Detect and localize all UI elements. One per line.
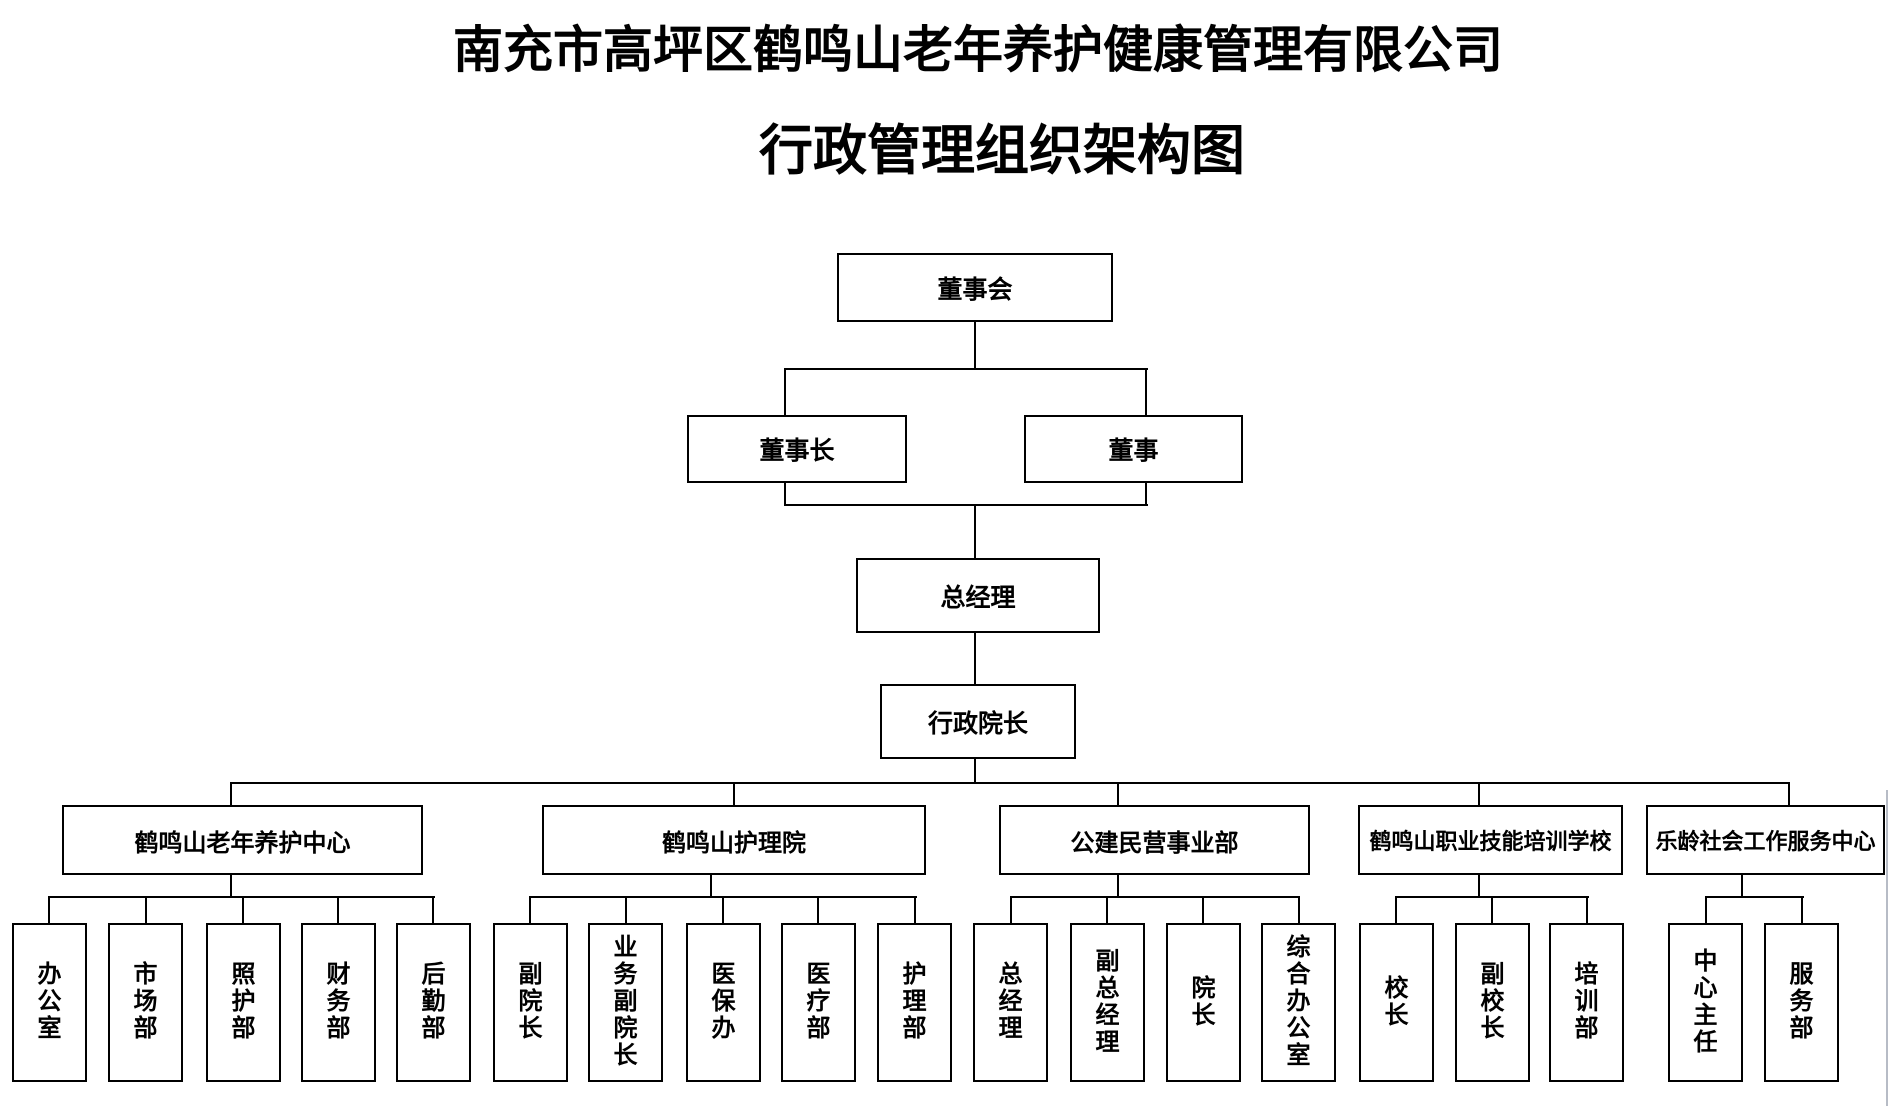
- connector-line: [1145, 483, 1147, 506]
- connector-line: [784, 368, 1148, 370]
- org-node-dept-vice-principal: 副校长: [1455, 923, 1530, 1082]
- connector-line: [817, 896, 819, 923]
- org-node-dept-general-manager: 总经理: [973, 923, 1048, 1082]
- org-node-dept-center-director: 中心主任: [1668, 923, 1743, 1082]
- dept-label: 副总经理: [1095, 948, 1120, 1056]
- dept-label: 综合办公室: [1286, 935, 1311, 1069]
- org-node-dept-office: 办公室: [12, 923, 87, 1082]
- org-node-dept-principal: 校长: [1359, 923, 1434, 1082]
- connector-line: [230, 782, 1790, 784]
- dept-label: 护理部: [902, 962, 927, 1042]
- org-node-training-school: 鹤鸣山职业技能培训学校: [1358, 805, 1623, 875]
- org-node-dept-president: 院长: [1166, 923, 1241, 1082]
- dept-label: 副校长: [1480, 962, 1505, 1042]
- page-title: 南充市高坪区鹤鸣山老年养护健康管理有限公司: [453, 22, 1503, 78]
- connector-line: [625, 896, 627, 923]
- connector-line: [1801, 896, 1803, 923]
- connector-line: [1705, 896, 1707, 923]
- dept-label: 医疗部: [806, 962, 831, 1042]
- connector-line: [1705, 896, 1804, 898]
- dept-label: 市场部: [133, 962, 158, 1042]
- org-node-dept-medical-insurance-office: 医保办: [686, 923, 761, 1082]
- connector-line: [722, 896, 724, 923]
- connector-line: [230, 782, 232, 805]
- org-node-elderly-care-center: 鹤鸣山老年养护中心: [62, 805, 423, 875]
- page-edge-line: [1886, 790, 1888, 1106]
- connector-line: [1788, 782, 1790, 805]
- connector-line: [242, 896, 244, 923]
- dept-label: 校长: [1384, 975, 1409, 1029]
- org-node-dept-general-office: 综合办公室: [1261, 923, 1336, 1082]
- org-node-dept-nursing: 护理部: [877, 923, 952, 1082]
- connector-line: [48, 896, 50, 923]
- connector-line: [1202, 896, 1204, 923]
- dept-label: 培训部: [1574, 962, 1599, 1042]
- org-node-admin-president: 行政院长: [880, 684, 1076, 759]
- connector-line: [784, 368, 786, 415]
- connector-line: [337, 896, 339, 923]
- connector-line: [145, 896, 147, 923]
- dept-label: 财务部: [326, 962, 351, 1042]
- dept-label: 服务部: [1789, 962, 1814, 1042]
- connector-line: [230, 875, 232, 898]
- connector-line: [1298, 896, 1300, 923]
- page-subtitle: 行政管理组织架构图: [759, 121, 1245, 181]
- dept-label: 医保办: [711, 962, 736, 1042]
- dept-label: 业务副院长: [613, 935, 638, 1069]
- org-node-social-work-center: 乐龄社会工作服务中心: [1646, 805, 1885, 875]
- connector-line: [1586, 896, 1588, 923]
- dept-label: 办公室: [37, 962, 62, 1042]
- connector-line: [1478, 782, 1480, 805]
- dept-label: 中心主任: [1693, 948, 1718, 1056]
- org-node-dept-business-vice-president: 业务副院长: [588, 923, 663, 1082]
- dept-label: 院长: [1191, 975, 1216, 1029]
- dept-label: 副院长: [518, 962, 543, 1042]
- connector-line: [1395, 896, 1397, 923]
- org-node-dept-training: 培训部: [1549, 923, 1624, 1082]
- connector-line: [1491, 896, 1493, 923]
- connector-line: [1106, 896, 1108, 923]
- dept-label: 总经理: [998, 962, 1023, 1042]
- connector-line: [784, 504, 1148, 506]
- connector-line: [974, 504, 976, 558]
- org-node-dept-logistics: 后勤部: [396, 923, 471, 1082]
- connector-line: [1145, 368, 1147, 415]
- org-node-nursing-home: 鹤鸣山护理院: [542, 805, 926, 875]
- connector-line: [974, 633, 976, 684]
- connector-line: [710, 875, 712, 898]
- connector-line: [1010, 896, 1300, 898]
- connector-line: [974, 759, 976, 784]
- org-node-dept-medical: 医疗部: [781, 923, 856, 1082]
- connector-line: [733, 782, 735, 805]
- org-node-general-manager: 总经理: [856, 558, 1100, 633]
- connector-line: [784, 483, 786, 506]
- org-node-chairman: 董事长: [687, 415, 907, 483]
- org-node-dept-vice-president: 副院长: [493, 923, 568, 1082]
- connector-line: [974, 322, 976, 369]
- org-node-dept-finance: 财务部: [301, 923, 376, 1082]
- org-node-dept-care: 照护部: [206, 923, 281, 1082]
- connector-line: [529, 896, 531, 923]
- connector-line: [1478, 875, 1480, 898]
- connector-line: [1010, 896, 1012, 923]
- org-node-dept-service: 服务部: [1764, 923, 1839, 1082]
- org-node-dept-deputy-general-manager: 副总经理: [1070, 923, 1145, 1082]
- connector-line: [1741, 875, 1743, 898]
- org-node-dept-marketing: 市场部: [108, 923, 183, 1082]
- connector-line: [1117, 875, 1119, 898]
- connector-line: [432, 896, 434, 923]
- connector-line: [1117, 782, 1119, 805]
- dept-label: 后勤部: [421, 962, 446, 1042]
- org-node-public-private-division: 公建民营事业部: [999, 805, 1310, 875]
- connector-line: [914, 896, 916, 923]
- dept-label: 照护部: [231, 962, 256, 1042]
- org-node-director: 董事: [1024, 415, 1243, 483]
- org-node-board-of-directors: 董事会: [837, 253, 1113, 322]
